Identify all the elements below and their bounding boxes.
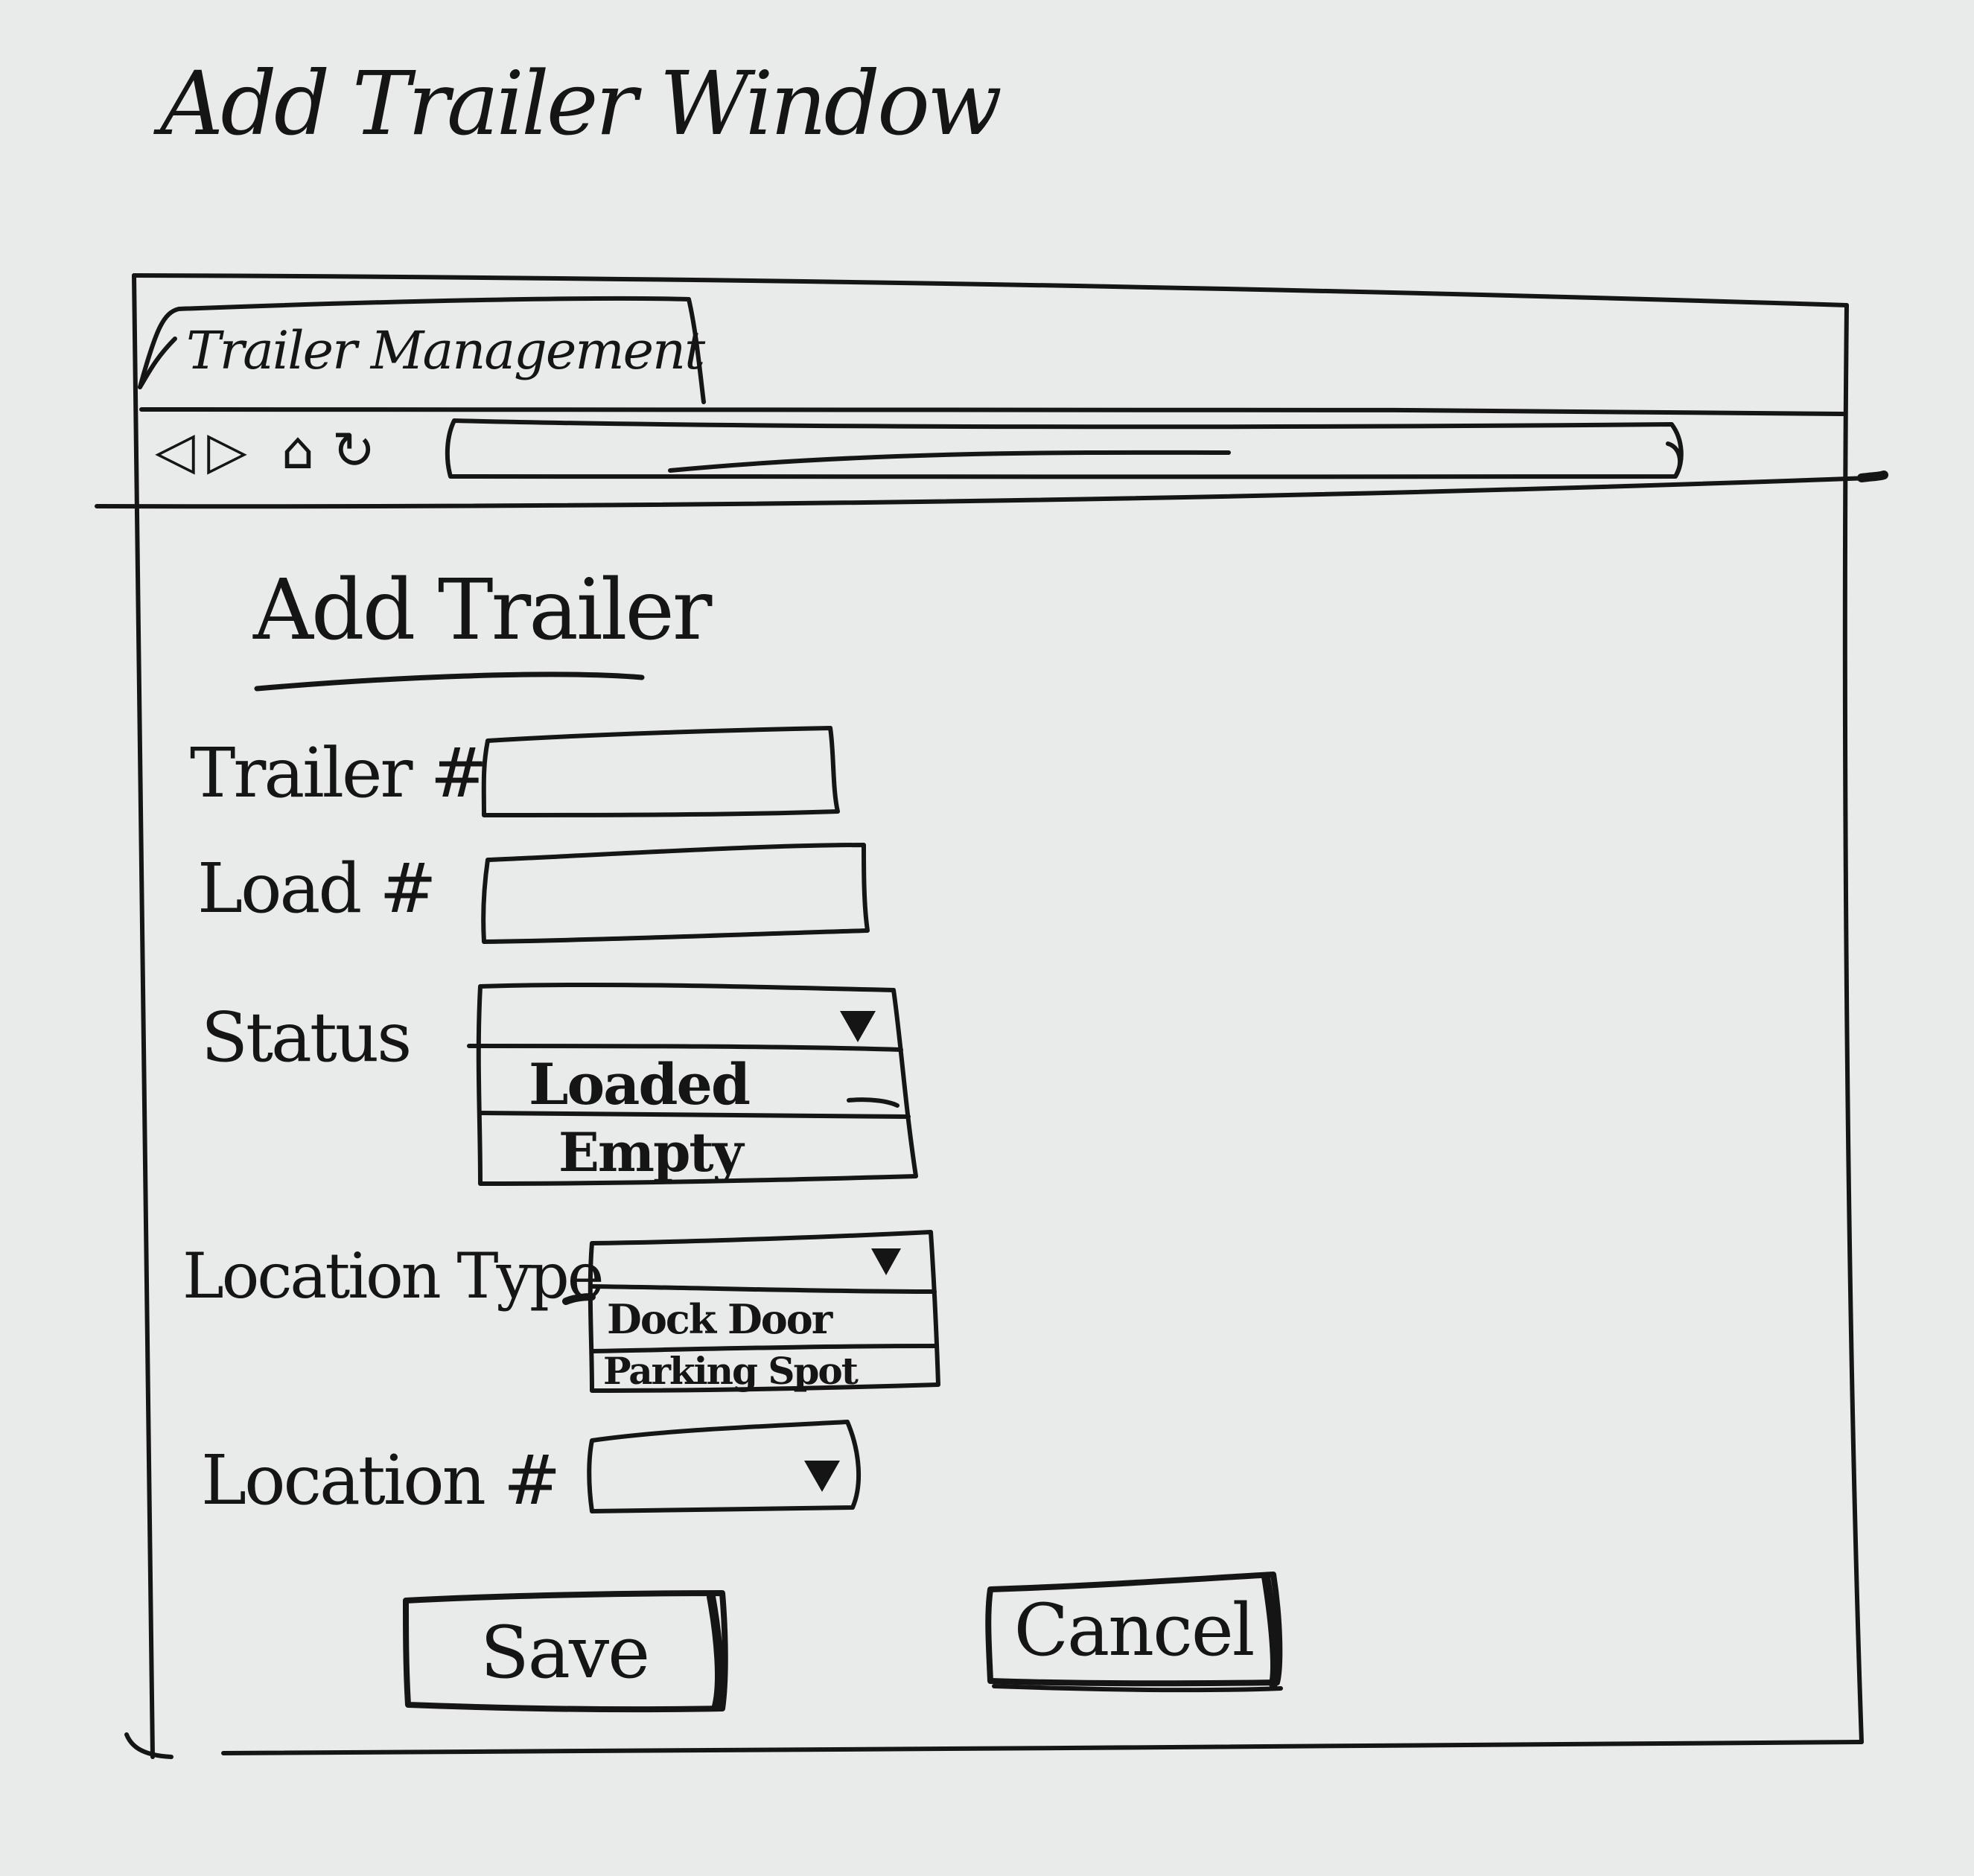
page-title: Add Trailer Window — [160, 52, 1002, 155]
forward-icon: ▷ — [207, 420, 247, 481]
location-type-label: Location Type — [182, 1240, 604, 1312]
location-number-label: Location # — [201, 1440, 561, 1520]
address-bar[interactable] — [450, 417, 1675, 478]
tab-label: Trailer Management — [186, 320, 705, 381]
trailer-number-label: Trailer # — [190, 733, 488, 813]
location-type-option-dock-door[interactable]: Dock Door — [607, 1295, 832, 1343]
location-type-option-parking-spot[interactable]: Parking Spot — [603, 1349, 859, 1393]
status-label: Status — [201, 998, 412, 1077]
home-icon: ⌂ — [281, 420, 315, 481]
save-button-label: Save — [480, 1611, 650, 1694]
chevron-down-icon — [804, 1461, 840, 1492]
cancel-button[interactable]: Cancel — [990, 1578, 1277, 1682]
back-button[interactable]: ◁ — [149, 417, 201, 484]
load-number-input[interactable] — [495, 864, 859, 932]
cancel-button-label: Cancel — [1013, 1589, 1255, 1672]
refresh-icon: ↻ — [331, 420, 376, 481]
trailer-number-input[interactable] — [495, 741, 826, 809]
forward-button[interactable]: ▷ — [201, 417, 253, 484]
home-button[interactable]: ⌂ — [272, 417, 324, 484]
location-type-select[interactable] — [592, 1240, 935, 1288]
status-option-loaded[interactable]: Loaded — [529, 1051, 751, 1117]
chevron-down-icon — [840, 1011, 876, 1042]
status-option-empty[interactable]: Empty — [558, 1120, 743, 1184]
save-button[interactable]: Save — [408, 1597, 721, 1708]
load-number-label: Load # — [197, 849, 437, 928]
refresh-button[interactable]: ↻ — [328, 417, 380, 484]
chevron-down-icon — [871, 1248, 901, 1275]
form-heading: Add Trailer — [253, 562, 712, 659]
back-icon: ◁ — [155, 420, 195, 481]
location-number-select[interactable] — [592, 1429, 853, 1508]
status-select[interactable] — [483, 990, 900, 1046]
